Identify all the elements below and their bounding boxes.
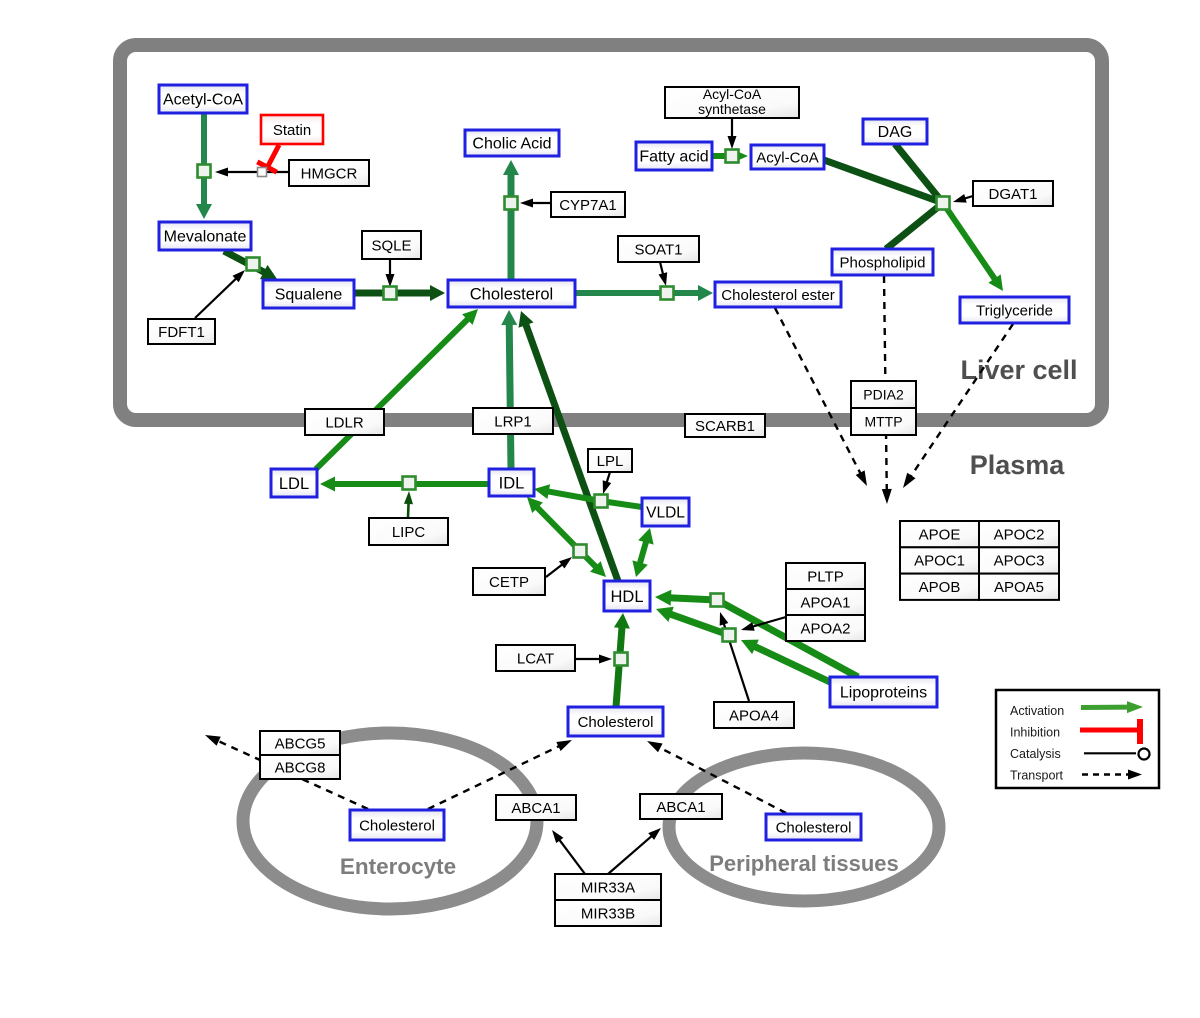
svg-text:MIR33A: MIR33A [581, 879, 635, 896]
svg-text:APOA2: APOA2 [800, 620, 850, 637]
svg-text:HMGCR: HMGCR [301, 165, 358, 182]
svg-text:FDFT1: FDFT1 [158, 324, 205, 341]
svg-text:APOA5: APOA5 [994, 579, 1044, 596]
svg-text:Peripheral tissues: Peripheral tissues [709, 851, 899, 876]
svg-text:LPL: LPL [597, 453, 624, 470]
svg-text:LIPC: LIPC [392, 524, 426, 541]
svg-text:DGAT1: DGAT1 [989, 186, 1038, 203]
svg-text:MIR33B: MIR33B [581, 905, 635, 922]
svg-text:ABCG8: ABCG8 [275, 759, 326, 776]
svg-text:Fatty acid: Fatty acid [639, 149, 708, 166]
svg-text:CETP: CETP [489, 574, 529, 591]
svg-text:CYP7A1: CYP7A1 [559, 197, 617, 214]
svg-text:Liver cell: Liver cell [960, 355, 1077, 385]
svg-text:SCARB1: SCARB1 [695, 418, 755, 435]
svg-text:APOE: APOE [919, 526, 961, 543]
svg-text:Acyl-CoA: Acyl-CoA [756, 149, 819, 166]
svg-text:APOC1: APOC1 [914, 553, 965, 570]
svg-text:Inhibition: Inhibition [1010, 726, 1060, 740]
svg-text:PLTP: PLTP [807, 568, 843, 585]
svg-text:LDLR: LDLR [325, 414, 364, 431]
svg-text:APOA1: APOA1 [800, 594, 850, 611]
svg-text:Cholesterol ester: Cholesterol ester [721, 287, 834, 304]
svg-text:Cholesterol: Cholesterol [470, 285, 553, 303]
svg-text:Mevalonate: Mevalonate [164, 229, 247, 246]
svg-text:HDL: HDL [610, 588, 643, 606]
svg-text:Cholesterol: Cholesterol [578, 714, 654, 731]
svg-text:ABCA1: ABCA1 [511, 800, 560, 817]
svg-text:Activation: Activation [1010, 704, 1064, 718]
svg-text:Cholesterol: Cholesterol [359, 817, 435, 834]
svg-text:Cholesterol: Cholesterol [776, 819, 852, 836]
svg-text:MTTP: MTTP [864, 413, 902, 429]
svg-text:Plasma: Plasma [970, 450, 1066, 480]
svg-text:LRP1: LRP1 [494, 413, 532, 430]
svg-text:Transport: Transport [1010, 769, 1064, 783]
svg-text:APOC2: APOC2 [994, 526, 1045, 543]
svg-text:PDIA2: PDIA2 [863, 386, 904, 402]
svg-text:APOA4: APOA4 [729, 707, 779, 724]
svg-text:LCAT: LCAT [517, 650, 554, 667]
svg-text:APOC3: APOC3 [994, 553, 1045, 570]
svg-text:Squalene: Squalene [275, 287, 343, 304]
svg-text:LDL: LDL [279, 475, 309, 493]
svg-text:APOB: APOB [919, 579, 961, 596]
svg-text:ABCA1: ABCA1 [656, 799, 705, 816]
svg-text:Cholic Acid: Cholic Acid [472, 136, 551, 153]
svg-text:Enterocyte: Enterocyte [340, 854, 456, 879]
svg-text:Acyl-CoA: Acyl-CoA [703, 86, 762, 102]
svg-text:VLDL: VLDL [646, 504, 685, 521]
svg-text:ABCG5: ABCG5 [275, 735, 326, 752]
svg-text:synthetase: synthetase [698, 101, 766, 117]
svg-text:SOAT1: SOAT1 [634, 241, 682, 258]
svg-text:DAG: DAG [878, 124, 913, 141]
svg-text:SQLE: SQLE [371, 237, 411, 254]
svg-text:Acetyl-CoA: Acetyl-CoA [163, 92, 243, 109]
svg-text:Statin: Statin [273, 122, 311, 139]
svg-text:IDL: IDL [499, 474, 525, 492]
svg-text:Catalysis: Catalysis [1010, 747, 1061, 761]
svg-text:Triglyceride: Triglyceride [976, 302, 1053, 319]
svg-text:Lipoproteins: Lipoproteins [840, 685, 927, 702]
svg-text:Phospholipid: Phospholipid [840, 254, 926, 271]
